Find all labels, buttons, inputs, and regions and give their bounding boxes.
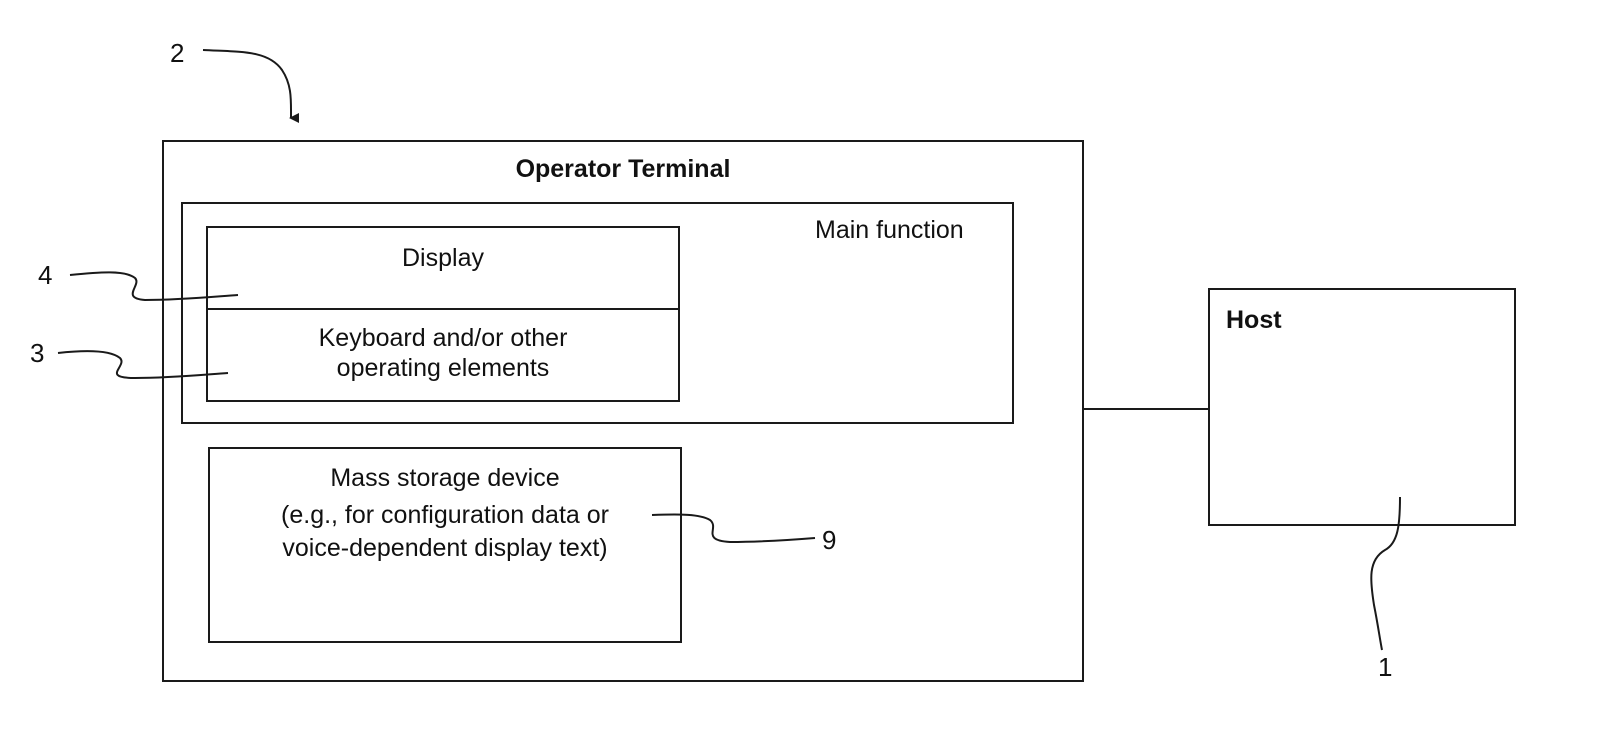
mass-storage-label: Mass storage device [208,463,682,493]
mass-storage-desc-line1: (e.g., for configuration data or [208,500,682,530]
keyboard-label-line2: operating elements [206,353,680,383]
ref-numeral-2: 2 [170,38,184,69]
keyboard-label-line1: Keyboard and/or other [206,323,680,353]
ref-numeral-4: 4 [38,260,52,291]
ref-numeral-1: 1 [1378,652,1392,683]
mass-storage-desc-line2: voice-dependent display text) [208,533,682,563]
main-function-label: Main function [815,216,964,245]
display-label: Display [206,243,680,273]
operator-terminal-title: Operator Terminal [162,155,1084,184]
ref-numeral-3: 3 [30,338,44,369]
host-label: Host [1226,306,1282,335]
leader-2-arrow [203,50,291,118]
ref-numeral-9: 9 [822,525,836,556]
